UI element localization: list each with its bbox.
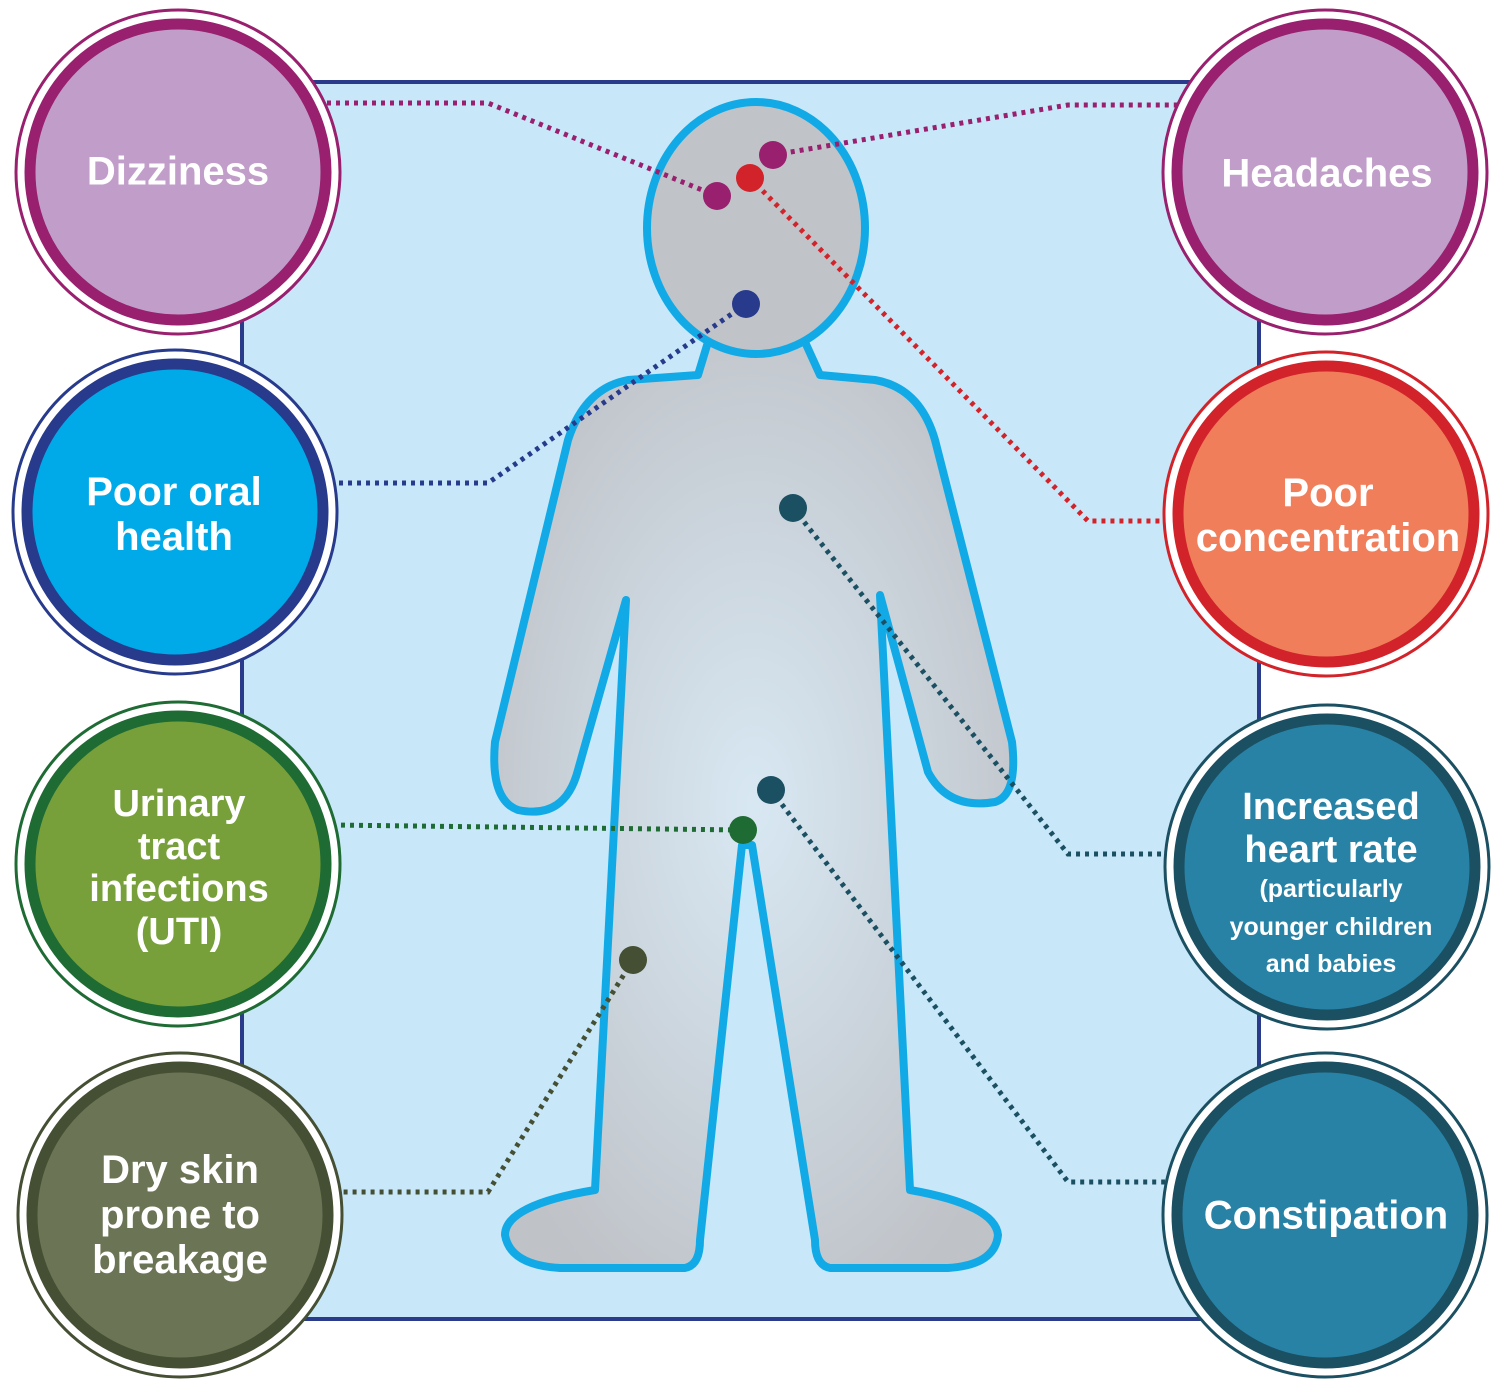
heart-rate-sub-line-3: and babies <box>1230 946 1433 984</box>
constipation-label: Constipation <box>1204 1194 1448 1239</box>
uti-label: Urinary tract infections (UTI) <box>89 783 268 953</box>
dizziness-point <box>703 182 731 210</box>
dry-skin-point <box>619 946 647 974</box>
constipation-label-line: Constipation <box>1204 1194 1448 1239</box>
oral-health-label-line-2: health <box>86 515 262 560</box>
dizziness-label-line: Dizziness <box>87 150 269 195</box>
oral-health-label: Poor oral health <box>86 470 262 560</box>
heart-rate-label-line-2: heart rate <box>1230 829 1433 872</box>
dry-skin-label: Dry skin prone to breakage <box>92 1148 268 1282</box>
heart-rate-label-line-1: Increased <box>1230 786 1433 829</box>
oral-health-point <box>732 290 760 318</box>
concentration-label: Poor concentration <box>1196 471 1460 561</box>
uti-label-line-2: tract <box>89 825 268 868</box>
headaches-label-line: Headaches <box>1221 152 1432 197</box>
oral-health-label-line-1: Poor oral <box>86 470 262 515</box>
heart-rate-sub-line-2: younger children <box>1230 909 1433 947</box>
figure-head <box>647 102 865 354</box>
dry-skin-label-line-2: prone to <box>92 1193 268 1238</box>
concentration-label-line-2: concentration <box>1196 516 1460 561</box>
uti-point <box>729 816 757 844</box>
heart-rate-sub-line-1: (particularly <box>1230 871 1433 909</box>
dry-skin-label-line-3: breakage <box>92 1237 268 1282</box>
concentration-label-line-1: Poor <box>1196 471 1460 516</box>
heart-rate-point <box>779 494 807 522</box>
dry-skin-label-line-1: Dry skin <box>92 1148 268 1193</box>
constipation-point <box>757 776 785 804</box>
dizziness-label: Dizziness <box>87 150 269 195</box>
headaches-label: Headaches <box>1221 152 1432 197</box>
uti-label-line-4: (UTI) <box>89 911 268 954</box>
heart-rate-label: Increased heart rate (particularly young… <box>1230 786 1433 984</box>
uti-label-line-1: Urinary <box>89 783 268 826</box>
concentration-point <box>736 164 764 192</box>
uti-label-line-3: infections <box>89 868 268 911</box>
headaches-point <box>759 141 787 169</box>
